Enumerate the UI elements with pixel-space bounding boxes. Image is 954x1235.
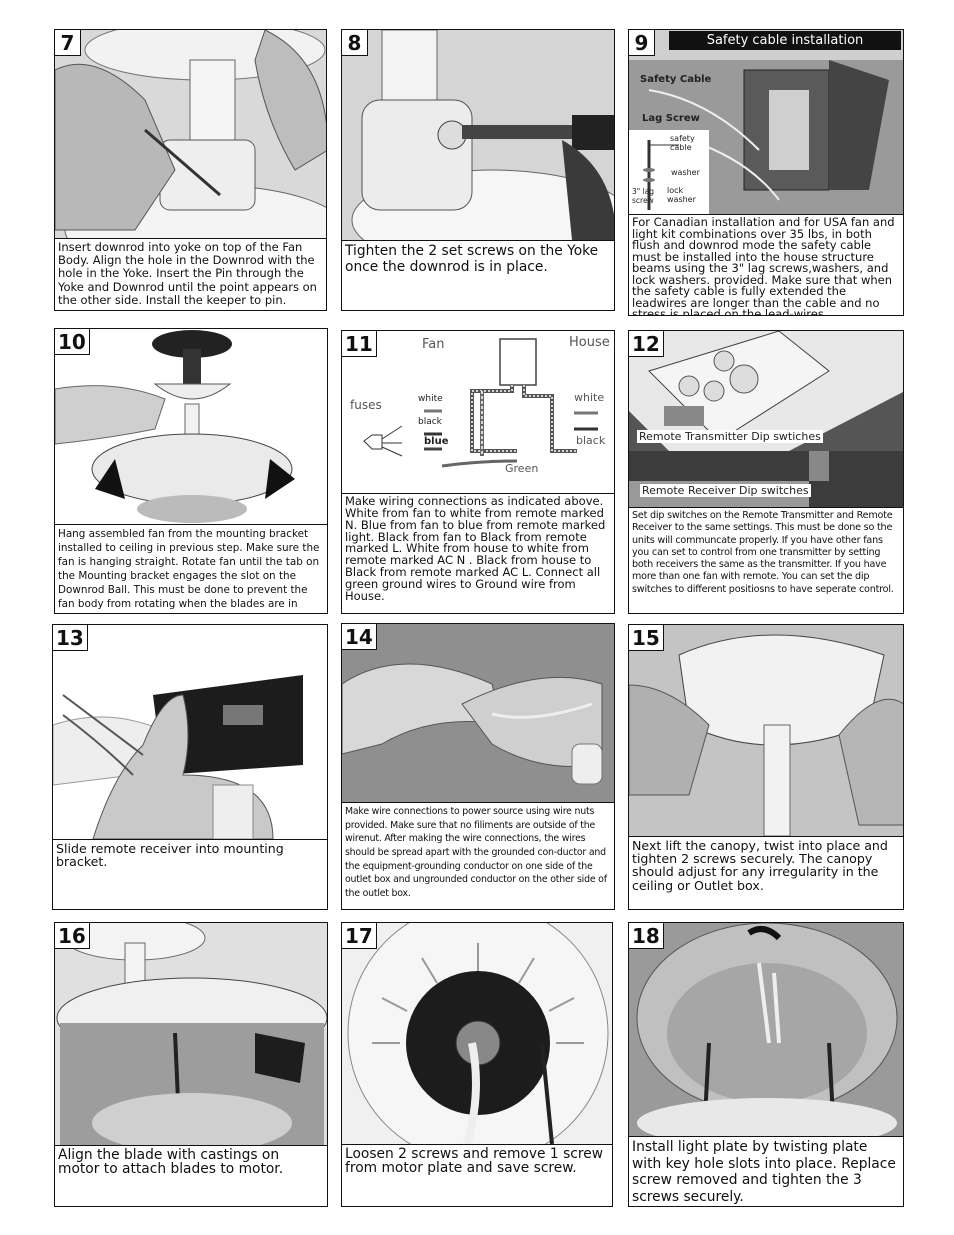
step-12-caption: Set dip switches on the Remote Transmitt… — [629, 507, 903, 613]
step-13-photo — [53, 625, 327, 839]
house-label: House — [569, 335, 610, 350]
step-number: 17 — [342, 923, 377, 949]
step-10-caption: Hang assembled fan from the mounting bra… — [55, 524, 327, 613]
step-18-photo — [629, 923, 903, 1136]
step-10-panel: 10 Hang assembled fan from the mounting … — [54, 328, 328, 614]
step-number: 10 — [55, 329, 90, 355]
step-8-caption: Tighten the 2 set screws on the Yoke onc… — [342, 240, 614, 310]
step-13-panel: 13 Slide remote receiver into mounting b… — [52, 624, 328, 910]
lag-screw-label: Lag Screw — [642, 113, 700, 124]
washer-label: washer — [671, 168, 700, 177]
step-7-panel: 7 Insert downrod into yoke on top of the… — [54, 29, 327, 311]
step-7-photo — [55, 30, 326, 238]
step-number: 18 — [629, 923, 664, 949]
safety-cable-small-label: safety cable — [670, 134, 695, 152]
step-7-caption: Insert downrod into yoke on top of the F… — [55, 238, 326, 310]
step-14-photo — [342, 624, 614, 802]
step-16-photo — [55, 923, 327, 1145]
lock-washer-label: lock washer — [667, 186, 696, 204]
house-black-label: black — [576, 434, 606, 447]
step-number: 14 — [342, 624, 377, 650]
step-18-caption: Install light plate by twisting plate wi… — [629, 1136, 903, 1206]
house-white-label: white — [574, 391, 605, 404]
step-12-photo — [629, 331, 903, 507]
step-9-photo — [629, 30, 903, 214]
step-14-panel: 14 Make wire connections to power source… — [341, 623, 615, 910]
transmitter-dip-label: Remote Transmitter Dip swtiches — [637, 430, 823, 443]
step-9-panel: Safety cable installation 9 Safety Cable… — [628, 29, 904, 316]
step-number: 8 — [342, 30, 368, 56]
step-16-caption: Align the blade with castings on motor t… — [55, 1145, 327, 1206]
fuses-label: fuses — [350, 398, 382, 412]
step-11-caption: Make wiring connections as indicated abo… — [342, 493, 614, 613]
step-number: 13 — [53, 625, 88, 651]
step-number: 12 — [629, 331, 664, 357]
lag-screw-small-label: 3" lag screw — [632, 187, 655, 205]
step-number: 16 — [55, 923, 90, 949]
step-11-panel: Fan House fuses white black blue white b… — [341, 330, 615, 614]
step-number: 15 — [629, 625, 664, 651]
step-18-panel: 18 Install light plate by twisting plate… — [628, 922, 904, 1207]
step-number: 9 — [629, 30, 655, 56]
safety-cable-label: Safety Cable — [640, 74, 712, 85]
step-12-panel: Remote Transmitter Dip swtiches Remote R… — [628, 330, 904, 614]
step-number: 11 — [342, 331, 377, 357]
step-17-photo — [342, 923, 612, 1144]
step-17-caption: Loosen 2 screws and remove 1 screw from … — [342, 1144, 612, 1206]
fan-white-label: white — [418, 394, 443, 404]
step-11-diagram — [342, 331, 614, 493]
step-15-photo — [629, 625, 903, 836]
receiver-dip-label: Remote Receiver Dip switches — [640, 484, 811, 497]
step-number: 7 — [55, 30, 81, 56]
fan-black-label: black — [418, 417, 442, 427]
step-8-panel: 8 Tighten the 2 set screws on the Yoke o… — [341, 29, 615, 311]
step-13-caption: Slide remote receiver into mounting brac… — [53, 839, 327, 909]
green-label: Green — [505, 462, 539, 475]
step-15-caption: Next lift the canopy, twist into place a… — [629, 836, 903, 909]
fan-blue-label: blue — [424, 436, 449, 447]
step-8-photo — [342, 30, 614, 240]
step-14-caption: Make wire connections to power source us… — [342, 802, 614, 909]
step-17-panel: 17 Loosen 2 screws and remove 1 screw fr… — [341, 922, 613, 1207]
step-15-panel: 15 Next lift the canopy, twist into plac… — [628, 624, 904, 910]
step-9-caption: For Canadian installation and for USA fa… — [629, 214, 903, 315]
fan-label: Fan — [422, 337, 445, 352]
step-10-photo — [55, 329, 327, 524]
step-16-panel: 16 Align the blade with castings on moto… — [54, 922, 328, 1207]
step-9-title: Safety cable installation — [669, 31, 901, 50]
